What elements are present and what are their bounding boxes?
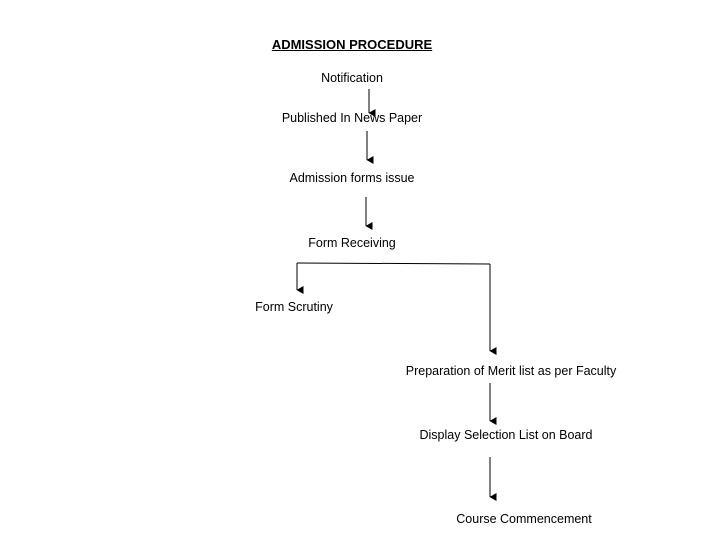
diagram-title: ADMISSION PROCEDURE (271, 37, 433, 52)
step-published-in-news-paper: Published In News Paper (281, 111, 423, 125)
step-form-receiving: Form Receiving (308, 236, 396, 250)
branch-connector-horizontal (296, 262, 491, 265)
step-admission-forms-issue: Admission forms issue (289, 171, 415, 185)
step-display-selection-list: Display Selection List on Board (419, 428, 593, 442)
step-notification: Notification (321, 71, 383, 85)
step-merit-list: Preparation of Merit list as per Faculty (405, 364, 617, 378)
step-form-scrutiny: Form Scrutiny (255, 300, 333, 314)
step-course-commencement: Course Commencement (456, 512, 592, 526)
